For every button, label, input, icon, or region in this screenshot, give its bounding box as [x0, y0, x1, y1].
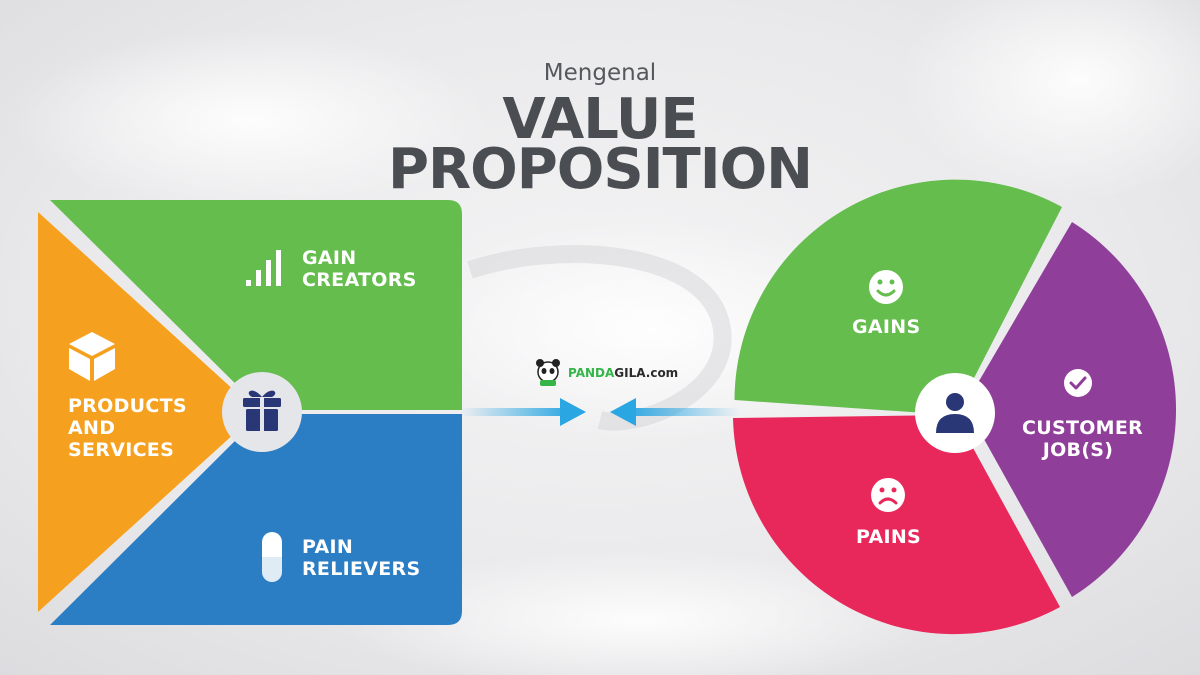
title-line-2: PROPOSITION: [387, 137, 813, 202]
brand-name-b: GILA: [614, 366, 646, 380]
frown-icon: [871, 478, 905, 512]
panda-logo-icon: [536, 359, 560, 386]
pain-relievers-section: [50, 414, 462, 625]
pains-label: PAINS: [856, 526, 922, 548]
arrow-right: [460, 398, 586, 426]
check-circle-icon: [1064, 369, 1092, 397]
gift-icon: [243, 390, 281, 431]
brand-logo-text: PANDAGILA.com: [568, 366, 678, 380]
customer-center-circle: [915, 373, 995, 453]
gain-creators-label: GAIN CREATORS: [302, 247, 417, 291]
products-services-section: [38, 212, 258, 612]
subtitle: Mengenal: [543, 60, 657, 86]
pain-relievers-label: PAIN RELIEVERS: [302, 536, 421, 580]
products-services-label: PRODUCTS AND SERVICES: [68, 395, 187, 461]
user-icon: [936, 393, 974, 433]
brand-name-a: PANDA: [568, 366, 615, 380]
customer-jobs-label: CUSTOMER JOB(S): [1022, 417, 1144, 461]
gains-label: GAINS: [852, 316, 921, 338]
title-line-1: VALUE: [502, 87, 698, 152]
box-icon: [69, 332, 115, 381]
arrow-left: [610, 398, 740, 426]
pains-section: [733, 415, 1060, 635]
gain-creators-section: [50, 200, 462, 410]
customer-jobs-section: [965, 222, 1177, 597]
bar-chart-icon: [246, 250, 281, 286]
pill-icon: [262, 532, 282, 582]
brand-suffix: .com: [645, 366, 679, 380]
smile-icon: [869, 270, 903, 304]
